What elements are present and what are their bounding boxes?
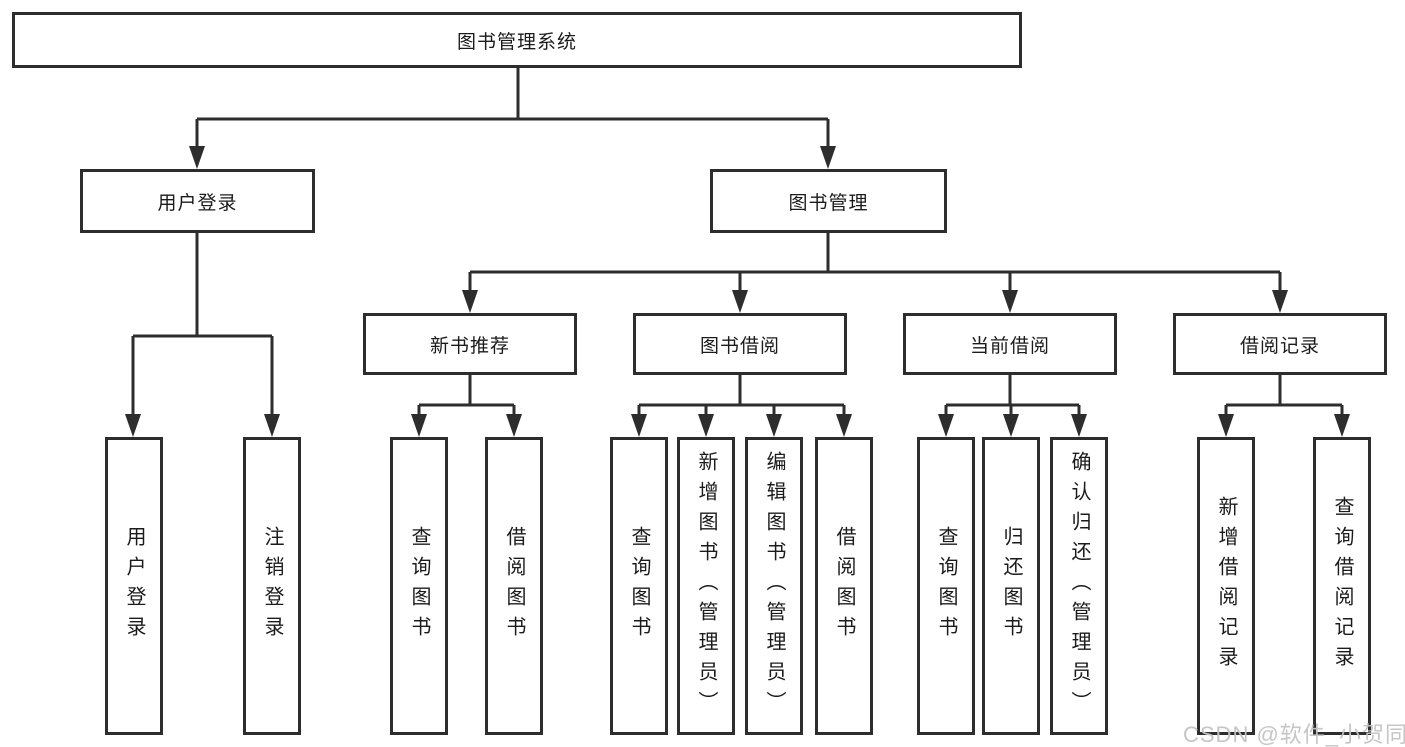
node-label: 借阅记录 (1239, 335, 1320, 357)
leaf-label: 借阅图书 (503, 526, 525, 646)
leaf-user-login: 用户登录 (105, 437, 163, 735)
node-label: 图书管理系统 (456, 31, 577, 53)
node-library-management-system: 图书管理系统 (12, 12, 1022, 68)
leaf-label: 查询借阅记录 (1331, 496, 1353, 676)
node-user-login: 用户登录 (80, 169, 315, 233)
leaf-add-book-admin: 新增图书（管理员） (677, 437, 735, 735)
leaf-label: 查询图书 (628, 526, 650, 646)
leaf-borrow-book-recommend: 借阅图书 (485, 437, 543, 735)
node-label: 新书推荐 (429, 335, 510, 357)
leaf-label: 查询图书 (408, 526, 430, 646)
node-borrow-record: 借阅记录 (1173, 313, 1387, 375)
leaf-query-borrow-record: 查询借阅记录 (1313, 437, 1371, 735)
leaf-label: 用户登录 (123, 526, 145, 646)
leaf-confirm-return-admin: 确认归还（管理员） (1050, 437, 1108, 735)
leaf-logout: 注销登录 (243, 437, 301, 735)
node-label: 图书管理 (788, 192, 869, 214)
leaf-query-book-borrow: 查询图书 (610, 437, 668, 735)
leaf-borrow-book: 借阅图书 (815, 437, 873, 735)
node-current-borrow: 当前借阅 (903, 313, 1117, 375)
leaf-label: 编辑图书（管理员） (763, 451, 785, 721)
leaf-label: 归还图书 (1000, 526, 1022, 646)
leaf-query-book-current: 查询图书 (917, 437, 975, 735)
leaf-edit-book-admin: 编辑图书（管理员） (745, 437, 803, 735)
leaf-label: 确认归还（管理员） (1068, 451, 1090, 721)
node-label: 图书借阅 (699, 335, 780, 357)
node-book-borrow: 图书借阅 (633, 313, 847, 375)
csdn-watermark: CSDN @软件_小贺同学 (1183, 722, 1405, 747)
leaf-label: 新增借阅记录 (1215, 496, 1237, 676)
node-label: 当前借阅 (969, 335, 1050, 357)
leaf-label: 注销登录 (261, 526, 283, 646)
node-book-management: 图书管理 (710, 169, 947, 233)
node-new-book-recommend: 新书推荐 (363, 313, 577, 375)
leaf-label: 借阅图书 (833, 526, 855, 646)
leaf-label: 查询图书 (935, 526, 957, 646)
leaf-add-borrow-record: 新增借阅记录 (1197, 437, 1255, 735)
leaf-return-book: 归还图书 (982, 437, 1040, 735)
leaf-label: 新增图书（管理员） (695, 451, 717, 721)
leaf-query-book-recommend: 查询图书 (390, 437, 448, 735)
node-label: 用户登录 (157, 192, 238, 214)
